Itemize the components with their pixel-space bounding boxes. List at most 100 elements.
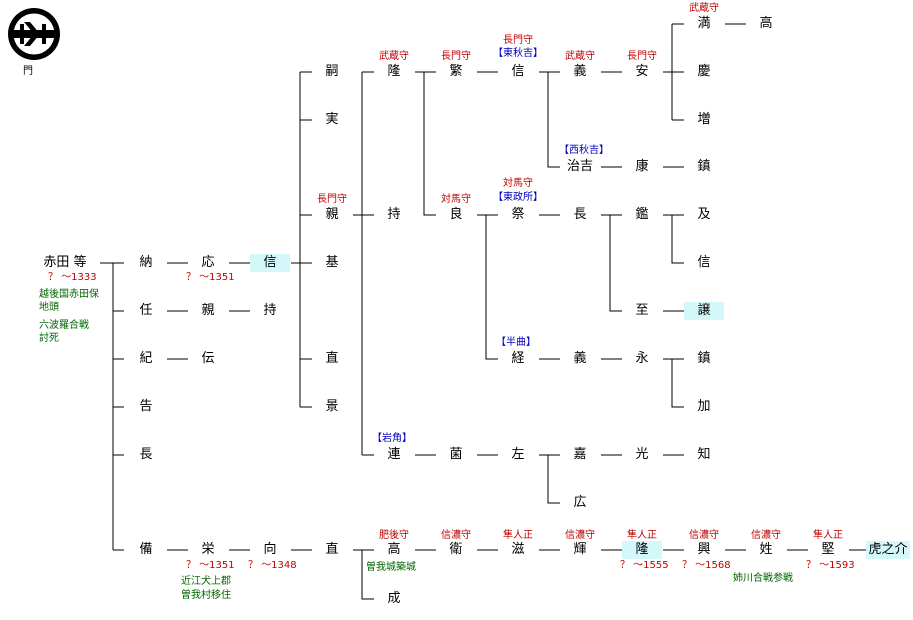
title-ryuu1: 武蔵守: [379, 51, 409, 62]
node-ji-shigeru: 滋: [511, 542, 525, 557]
note-tou-bio-1: 越後国赤田保: [39, 289, 99, 300]
connector: [547, 455, 560, 504]
node-ryuu2: 隆: [622, 541, 662, 559]
node-zou: 増: [697, 112, 711, 127]
note-ou-dates: ？ 〜1351: [186, 272, 235, 283]
note-kou-oki-dates: ？ 〜1568: [682, 560, 731, 571]
node-bi: 備: [139, 542, 153, 557]
node-shin2: 信: [511, 64, 525, 79]
node-chi: 知: [697, 447, 711, 462]
node-shin1: 信: [250, 254, 290, 272]
node-toranosuke: 虎之介: [866, 541, 910, 559]
node-man: 満: [697, 16, 711, 31]
node-jou: 譲: [684, 302, 724, 320]
title-ken: 隼人正: [813, 530, 843, 541]
note-ken-dates: ？ 〜1593: [806, 560, 855, 571]
title-ryou: 対馬守: [441, 194, 471, 205]
node-kou-yasu: 康: [635, 159, 649, 174]
node-ei-naga: 永: [635, 351, 649, 366]
title-harukichi: 【西秋吉】: [559, 145, 609, 156]
note-kou-taka-bio: 曽我城築城: [366, 562, 416, 573]
title-sei-kane: 信濃守: [751, 530, 781, 541]
node-kou-oki: 興: [697, 542, 711, 557]
title-shin2-b: 【東秋吉】: [493, 48, 543, 59]
title-ki-teru: 信濃守: [565, 530, 595, 541]
node-ji1: 持: [263, 303, 277, 318]
node-chou2: 長: [573, 207, 587, 222]
node-shi-itaru: 至: [635, 303, 649, 318]
node-sei-naru: 成: [387, 591, 401, 606]
node-koku: 告: [139, 399, 153, 414]
node-kyuu: 及: [697, 207, 711, 222]
node-ryou: 良: [449, 207, 463, 222]
node-kei-yoshi: 慶: [697, 64, 711, 79]
connector: [609, 215, 622, 312]
title-sai-b: 【東政所】: [493, 192, 543, 203]
node-nin: 任: [139, 303, 153, 318]
title-man: 武蔵守: [689, 3, 719, 14]
title-ei-mamoru: 信濃守: [441, 530, 471, 541]
node-an: 安: [635, 64, 649, 79]
node-kou-taka2: 高: [759, 16, 773, 31]
connector: [671, 359, 684, 408]
title-an: 長門守: [627, 51, 657, 62]
connector: [229, 262, 250, 551]
node-kou-mukau: 向: [263, 542, 277, 557]
node-ei-sakae: 栄: [201, 542, 215, 557]
title-kou-oki: 信濃守: [689, 530, 719, 541]
connector: [300, 71, 312, 408]
node-den: 伝: [201, 351, 215, 366]
node-ka-yoshi: 嘉: [573, 447, 587, 462]
note-tou-bio-4: 討死: [39, 333, 59, 344]
connector: [672, 23, 684, 121]
node-gi2: 義: [573, 351, 587, 366]
node-ki: 紀: [139, 351, 153, 366]
node-jitsu: 実: [325, 112, 339, 127]
node-sai: 祭: [511, 207, 525, 222]
connector: [291, 262, 312, 551]
node-shi-tsugu: 嗣: [325, 64, 339, 79]
node-harukichi: 治吉: [566, 159, 593, 174]
family-crest-icon: [8, 8, 60, 60]
node-choku2: 直: [325, 351, 339, 366]
node-ei-mamoru: 衛: [449, 542, 463, 557]
title-shin-chika2: 長門守: [317, 194, 347, 205]
title-shin2-a: 長門守: [503, 35, 533, 46]
node-ki-teru: 輝: [573, 542, 587, 557]
node-kan: 鑑: [635, 207, 649, 222]
node-nou: 納: [139, 255, 153, 270]
node-shin-chika: 親: [201, 303, 215, 318]
node-kou-taka: 高: [387, 542, 401, 557]
title-han: 長門守: [441, 51, 471, 62]
title-sai-a: 対馬守: [503, 178, 533, 189]
node-chin1: 鎮: [697, 159, 711, 174]
title-gi1: 武蔵守: [565, 51, 595, 62]
connector: [362, 71, 374, 456]
node-shin-chika2: 親: [325, 207, 339, 222]
note-sei-bio: 姉川合戦参戦: [733, 573, 793, 584]
connector: [671, 215, 684, 264]
node-choku1: 直: [325, 542, 339, 557]
node-ka: 加: [697, 399, 711, 414]
node-ji2: 持: [387, 207, 401, 222]
title-ren: 【岩角】: [372, 433, 412, 444]
note-ei-bio-2: 曽我村移住: [181, 590, 231, 601]
node-sa: 左: [511, 447, 525, 462]
title-kei-tsune: 【半曲】: [496, 337, 536, 348]
note-tou-dates: ？ 〜1333: [48, 272, 97, 283]
connector: [423, 72, 436, 216]
connector: [485, 215, 498, 360]
node-kei-tsune: 経: [511, 351, 525, 366]
crest-label: 門: [23, 66, 33, 77]
connector: [113, 310, 124, 551]
title-ji-shigeru: 隼人正: [503, 530, 533, 541]
node-ren: 連: [387, 447, 401, 462]
family-crest: [6, 6, 62, 62]
node-ou: 応: [201, 255, 215, 270]
connector: [547, 72, 560, 168]
node-sei-kane: 姓: [759, 542, 773, 557]
node-shin3: 信: [697, 255, 711, 270]
node-ken: 堅: [821, 542, 835, 557]
node-gi1: 義: [573, 64, 587, 79]
